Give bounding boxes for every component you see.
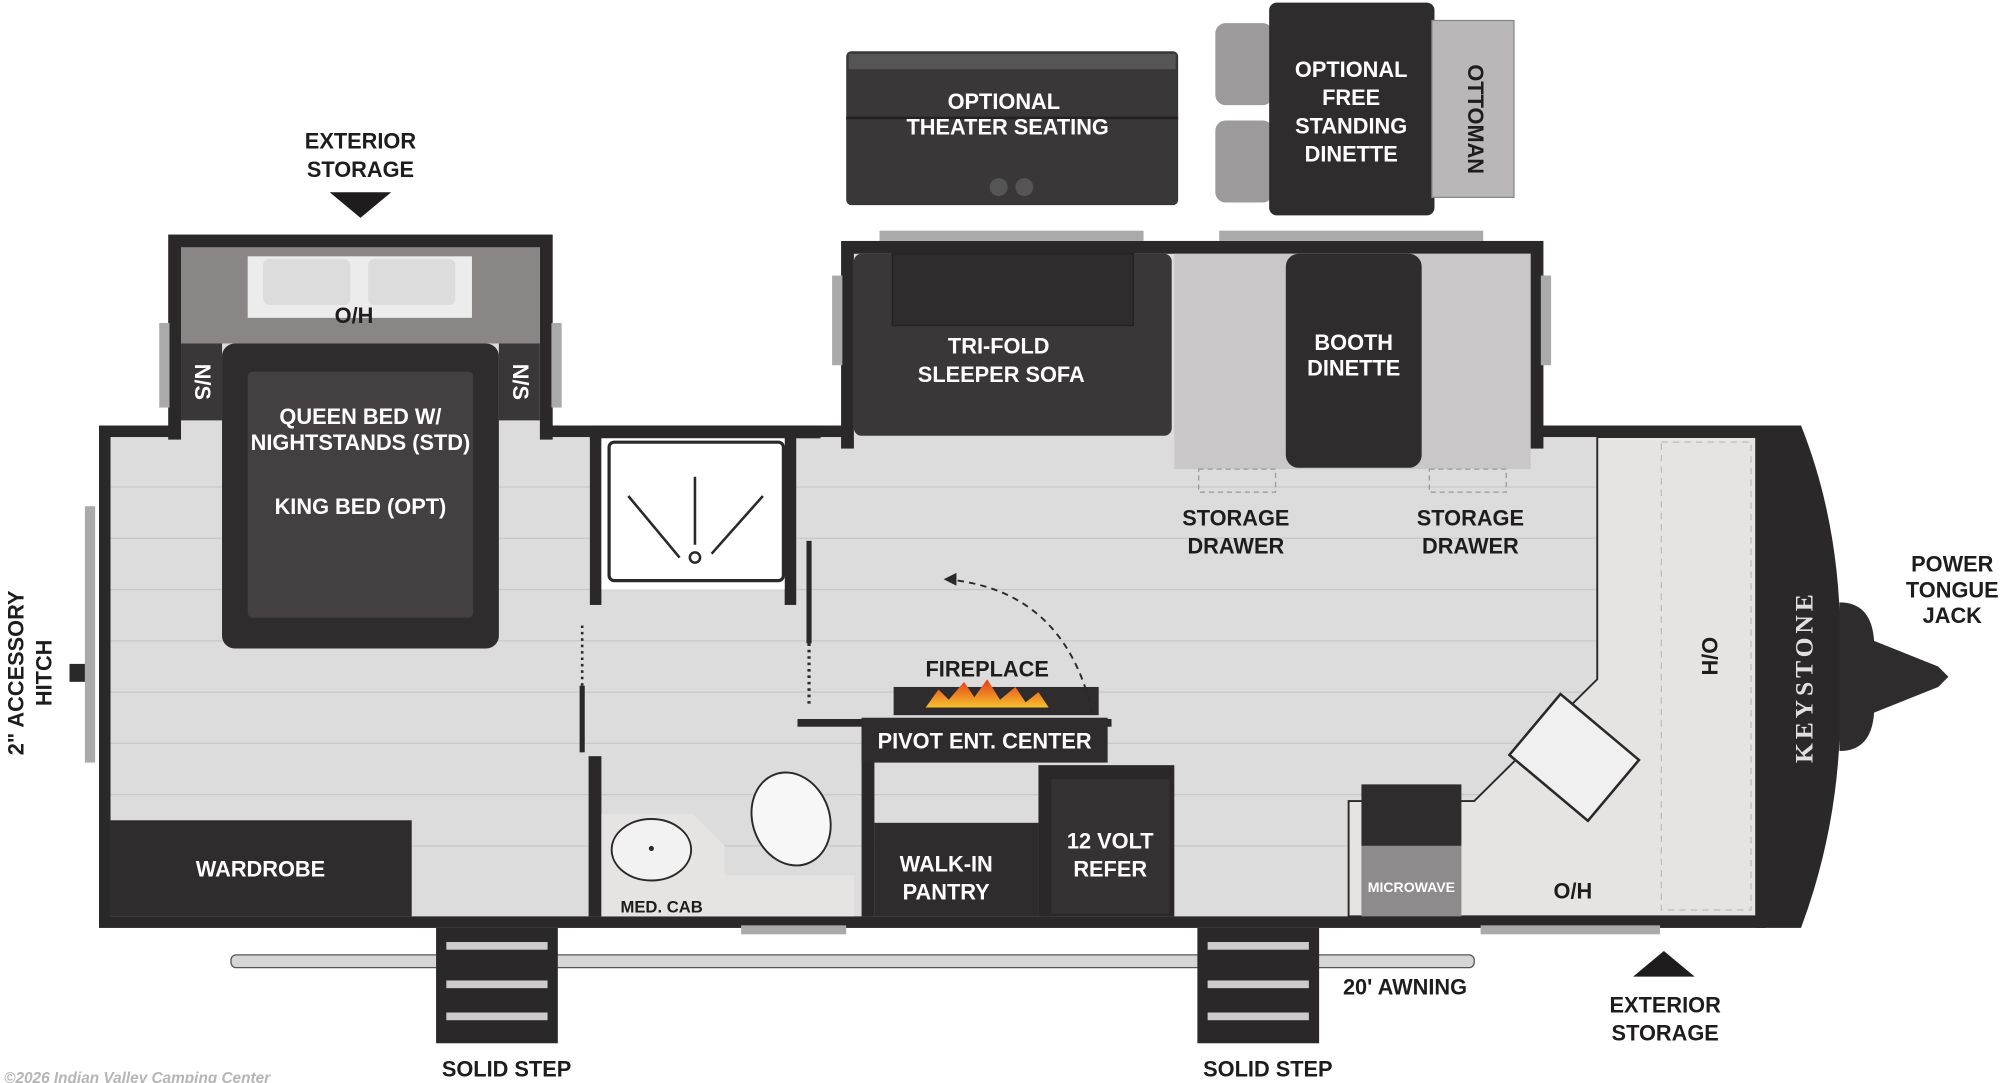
- labels-storage_drawer_1-1-label: DRAWER: [1187, 534, 1284, 559]
- labels-sofa-0-label: TRI-FOLD: [948, 334, 1050, 359]
- arrow-down-icon: [329, 192, 392, 218]
- labels-booth_dinette-1-label: DINETTE: [1307, 356, 1400, 381]
- booth-dinette-table: [1285, 253, 1422, 468]
- walk-in-pantry: [874, 822, 1039, 917]
- front-cap: [1756, 425, 1841, 928]
- nightstand-left: [181, 343, 223, 421]
- labels-sofa-1-label: SLEEPER SOFA: [918, 362, 1085, 387]
- microwave: [1361, 845, 1462, 917]
- bed-label: QUEEN BED W/NIGHTSTANDS (STD) KING BED (O…: [251, 404, 471, 519]
- labels-refer-1-label: REFER: [1073, 857, 1147, 882]
- labels-free_dinette-0-label: OPTIONAL: [1295, 57, 1407, 82]
- optional-free-standing-dinette: OPTIONAL FREE STANDING DINETTE OTTOMAN: [1215, 2, 1515, 216]
- labels-storage_drawer_1-0-label: STORAGE: [1182, 505, 1289, 530]
- rear-window: [84, 506, 96, 763]
- copyright: ©2026 Indian Valley Camping Center: [4, 1070, 271, 1083]
- labels-pivot_ent_center-label: PIVOT ENT. CENTER: [878, 728, 1092, 753]
- kitchen-sink: [1507, 692, 1641, 823]
- labels-power_jack-0-label: POWER: [1911, 552, 1994, 577]
- labels-booth_dinette-0-label: BOOTH: [1314, 330, 1393, 355]
- labels-free_dinette-1-label: FREE: [1322, 85, 1380, 110]
- labels-power_jack-2-label: JACK: [1923, 603, 1983, 628]
- labels-exterior_storage_top-1-label: STORAGE: [307, 157, 414, 182]
- labels-theater_seating-1-label: THEATER SEATING: [907, 115, 1109, 140]
- keystone-logo: KEYSTONE: [1790, 590, 1819, 763]
- labels-pantry-0-label: WALK-IN: [900, 852, 993, 877]
- labels-hitch-1-label: HITCH: [32, 640, 57, 707]
- labels-exterior_storage_top-0-label: EXTERIOR: [305, 129, 417, 154]
- wardrobe: [110, 820, 412, 917]
- labels-power_jack-1-label: TONGUE: [1906, 577, 1999, 602]
- labels-storage_drawer_2-1-label: DRAWER: [1422, 534, 1519, 559]
- labels-fireplace-label: FIREPLACE: [926, 657, 1049, 682]
- labels-bed-0-label: QUEEN BED W/: [279, 404, 441, 429]
- labels-bedroom_oh-label: O/H: [335, 303, 374, 328]
- labels-pantry-1-label: PANTRY: [903, 880, 991, 905]
- labels-theater_seating-0-label: OPTIONAL: [948, 89, 1060, 114]
- labels-refer-0-label: 12 VOLT: [1067, 828, 1154, 853]
- bathroom: MED. CAB: [579, 425, 854, 917]
- labels-microwave-label: MICROWAVE: [1368, 879, 1455, 895]
- toilet: [750, 771, 832, 867]
- labels-storage_drawer_2-0-label: STORAGE: [1417, 505, 1524, 530]
- power-tongue-jack: [1839, 602, 1949, 752]
- labels-bed-2-label: KING BED (OPT): [275, 494, 447, 519]
- arrow-icon: [943, 572, 957, 586]
- exterior-storage-bottom: EXTERIOR STORAGE: [1610, 993, 1722, 1046]
- labels-hitch-0-label: 2" ACCESSORY: [3, 590, 28, 755]
- stove: [1361, 784, 1462, 846]
- storage-drawer-2: STORAGE DRAWER: [1417, 505, 1524, 558]
- labels-awning-label: 20' AWNING: [1343, 975, 1467, 1000]
- labels-nightstand_right-label: N/S: [508, 364, 533, 400]
- labels-med_cab-label: MED. CAB: [620, 898, 702, 917]
- labels-kitchen_oh-label: O/H: [1554, 878, 1593, 903]
- accessory-hitch: [69, 663, 85, 682]
- exterior-storage-top: EXTERIOR STORAGE: [305, 129, 417, 218]
- labels-wardrobe-label: WARDROBE: [196, 857, 325, 882]
- pivot-entertainment-center: [861, 717, 1108, 763]
- labels-solid_step_2-label: SOLID STEP: [1203, 1057, 1332, 1082]
- labels-exterior_storage_bottom-0-label: EXTERIOR: [1610, 993, 1722, 1018]
- arrow-up-icon: [1633, 950, 1695, 977]
- labels-exterior_storage_bottom-1-label: STORAGE: [1612, 1021, 1719, 1046]
- labels-free_dinette-3-label: DINETTE: [1305, 141, 1398, 166]
- nightstand-right: [498, 343, 540, 421]
- labels-kitchen_ho-label: H/O: [1698, 637, 1723, 676]
- storage-drawer-1: STORAGE DRAWER: [1182, 505, 1289, 558]
- shower: [601, 438, 785, 590]
- solid-step-1: [436, 927, 558, 1044]
- labels-nightstand_left-label: N/S: [190, 364, 215, 400]
- labels-solid_step_1-label: SOLID STEP: [442, 1057, 571, 1082]
- labels-bed-1-label: NIGHTSTANDS (STD): [251, 430, 471, 455]
- fire-icon: [925, 679, 1049, 708]
- solid-step-2: [1197, 927, 1320, 1044]
- labels-free_dinette-2-label: STANDING: [1295, 113, 1407, 138]
- ottoman-label: OTTOMAN: [1463, 64, 1488, 174]
